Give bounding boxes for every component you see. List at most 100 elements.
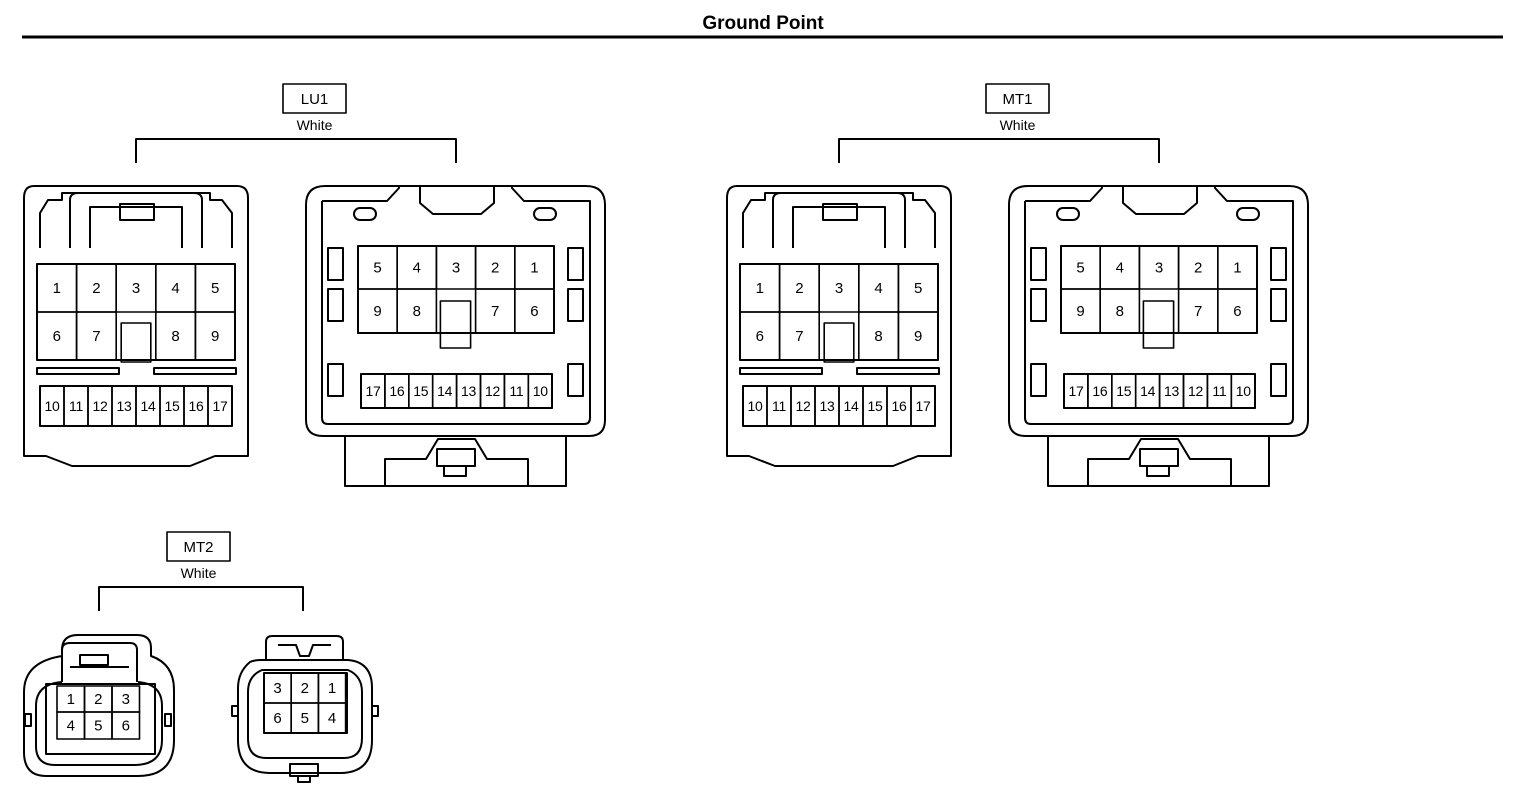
pin-15: 15	[1116, 383, 1131, 399]
pin-6: 6	[122, 718, 130, 735]
pin-6-cavity	[513, 288, 555, 334]
pin-12: 12	[1188, 383, 1203, 399]
pin-1: 1	[67, 691, 75, 708]
pin-15: 15	[868, 398, 883, 414]
pin-2: 2	[1194, 260, 1202, 277]
pin-4: 4	[171, 280, 179, 297]
pin-5: 5	[301, 710, 309, 727]
pin-9-cavity	[194, 311, 236, 361]
pin-1: 1	[53, 280, 61, 297]
pin-2: 2	[92, 280, 100, 297]
connector-lu1-color: White	[297, 117, 333, 133]
pin-16: 16	[389, 383, 404, 399]
pin-17: 17	[916, 398, 931, 414]
pin-16: 16	[892, 398, 907, 414]
pin-17: 17	[1068, 383, 1083, 399]
pin-6: 6	[1233, 303, 1241, 320]
pin-16: 16	[1092, 383, 1107, 399]
connector-mt2-label: MT2	[184, 539, 214, 556]
pin-4: 4	[328, 710, 336, 727]
pin-11: 11	[1212, 383, 1226, 399]
key-slot	[120, 322, 152, 363]
pin-12: 12	[485, 383, 500, 399]
pin-11: 11	[509, 383, 523, 399]
pin-7: 7	[795, 328, 803, 345]
pin-15: 15	[413, 383, 428, 399]
pin-1: 1	[1233, 260, 1241, 277]
connector-lu1-male	[305, 185, 606, 487]
pin-4: 4	[67, 718, 75, 735]
pin-7-cavity	[75, 311, 117, 361]
pin-5: 5	[1076, 260, 1084, 277]
pin-13: 13	[461, 383, 476, 399]
pin-5: 5	[914, 280, 922, 297]
pin-6: 6	[530, 303, 538, 320]
pin-3: 3	[452, 260, 460, 277]
connector-lu1-header: LU1 White	[135, 83, 457, 163]
pin-11: 11	[69, 398, 83, 414]
pin-8: 8	[874, 328, 882, 345]
pin-2: 2	[94, 691, 102, 708]
pin-8-cavity	[396, 288, 438, 334]
pin-13: 13	[1164, 383, 1179, 399]
connector-mt2-color: White	[181, 565, 217, 581]
pin-8-cavity	[1099, 288, 1141, 334]
pin-17: 17	[365, 383, 380, 399]
pin-14: 14	[437, 383, 452, 399]
pin-2: 2	[301, 680, 309, 697]
page-title: Ground Point	[702, 13, 824, 34]
pin-10: 10	[1236, 383, 1251, 399]
pin-7: 7	[491, 303, 499, 320]
pin-16: 16	[189, 398, 204, 414]
pin-15: 15	[165, 398, 180, 414]
pin-3: 3	[132, 280, 140, 297]
pin-6: 6	[273, 710, 281, 727]
connector-mt2-male	[231, 635, 379, 783]
pin-10: 10	[533, 383, 548, 399]
pin-9: 9	[1076, 303, 1084, 320]
pin-6: 6	[53, 328, 61, 345]
connector-mt2-female	[23, 634, 175, 777]
pin-1: 1	[756, 280, 764, 297]
pin-17-cavity	[207, 385, 233, 427]
key-slot	[439, 300, 472, 349]
pin-14: 14	[141, 398, 156, 414]
pin-10-cavity	[527, 373, 553, 409]
pin-7-cavity	[778, 311, 820, 361]
pin-11: 11	[772, 398, 786, 414]
pin-12: 12	[796, 398, 811, 414]
pin-8: 8	[171, 328, 179, 345]
pin-3: 3	[1155, 260, 1163, 277]
pin-13: 13	[117, 398, 132, 414]
key-slot	[1142, 300, 1175, 349]
pin-3: 3	[273, 680, 281, 697]
pin-8: 8	[1116, 303, 1124, 320]
pin-1: 1	[328, 680, 336, 697]
pin-4: 4	[1116, 260, 1124, 277]
pin-10: 10	[748, 398, 763, 414]
pin-4: 4	[874, 280, 882, 297]
connector-mt2-header: MT2 White	[98, 531, 304, 611]
pin-14: 14	[844, 398, 859, 414]
pin-9: 9	[914, 328, 922, 345]
pin-17: 17	[213, 398, 228, 414]
connector-lu1-label: LU1	[301, 91, 329, 108]
connector-mt1-male	[1008, 185, 1309, 487]
pin-6-cavity	[1216, 288, 1258, 334]
pin-14: 14	[1140, 383, 1155, 399]
key-slot	[823, 322, 855, 363]
pin-12: 12	[93, 398, 108, 414]
pin-8: 8	[413, 303, 421, 320]
pin-13: 13	[820, 398, 835, 414]
pin-4-cavity	[317, 702, 347, 734]
pin-9: 9	[373, 303, 381, 320]
pin-6: 6	[756, 328, 764, 345]
pin-9: 9	[211, 328, 219, 345]
pin-5: 5	[373, 260, 381, 277]
pin-3: 3	[835, 280, 843, 297]
connector-mt1-label: MT1	[1003, 91, 1033, 108]
pin-10-cavity	[1230, 373, 1256, 409]
